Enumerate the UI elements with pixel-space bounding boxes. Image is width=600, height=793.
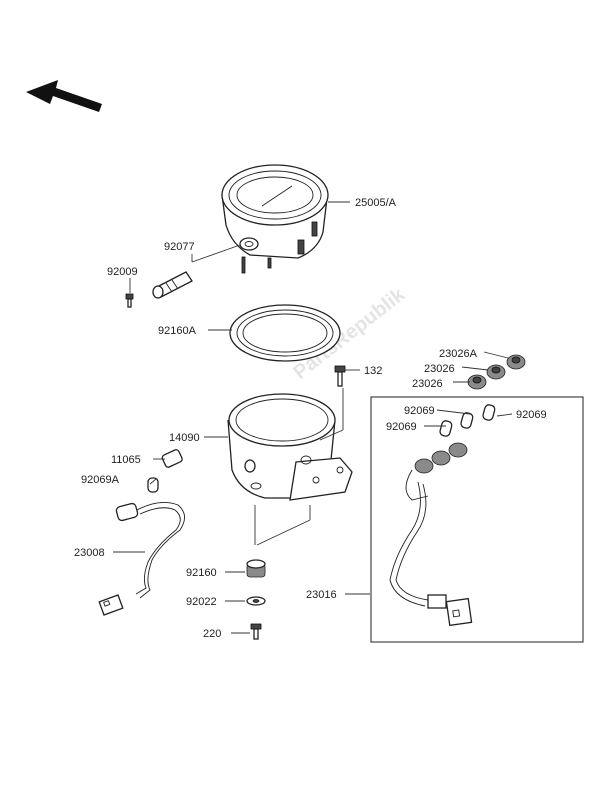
screw-92009 xyxy=(125,293,134,308)
cable-sleeve xyxy=(152,271,193,299)
screw-220 xyxy=(250,623,262,640)
callout-14090: 14090 xyxy=(169,432,200,444)
gasket-ring xyxy=(229,304,341,362)
callout-23026A: 23026A xyxy=(439,348,478,360)
callout-92069-a: 92069 xyxy=(404,405,435,417)
callout-132: 132 xyxy=(364,365,382,377)
bulbs-92069 xyxy=(439,404,496,437)
callout-92077: 92077 xyxy=(164,241,195,253)
callout-23026-b: 23026 xyxy=(412,378,443,390)
callout-23026-a: 23026 xyxy=(424,363,455,375)
direction-arrow-icon xyxy=(26,80,102,112)
callout-92160: 92160 xyxy=(186,567,217,579)
grommet-92160 xyxy=(246,559,266,578)
covers-23026 xyxy=(467,354,526,390)
washer-92022 xyxy=(246,596,266,606)
leader-lines xyxy=(113,201,513,634)
callout-220: 220 xyxy=(203,628,221,640)
assembly-bracket xyxy=(254,388,344,546)
callout-92069-c: 92069 xyxy=(516,409,547,421)
callout-25005A: 25005/A xyxy=(355,197,397,209)
meter-case xyxy=(227,393,353,501)
grommet-11065 xyxy=(161,449,183,468)
callout-92160A: 92160A xyxy=(158,325,197,337)
callout-11065: 11065 xyxy=(111,454,141,466)
callout-23008: 23008 xyxy=(74,547,105,559)
callout-92069A: 92069A xyxy=(81,474,120,486)
socket-assembly-23008 xyxy=(98,501,185,616)
callout-23016: 23016 xyxy=(306,589,337,601)
sub-assembly-box xyxy=(370,396,584,643)
callout-92069-b: 92069 xyxy=(386,421,417,433)
harness-23016 xyxy=(389,442,473,627)
bulb-92069A xyxy=(147,477,159,493)
callout-92022: 92022 xyxy=(186,596,217,608)
callout-92009: 92009 xyxy=(107,266,138,278)
bolt-132 xyxy=(334,365,346,387)
speedometer-housing xyxy=(221,164,329,274)
